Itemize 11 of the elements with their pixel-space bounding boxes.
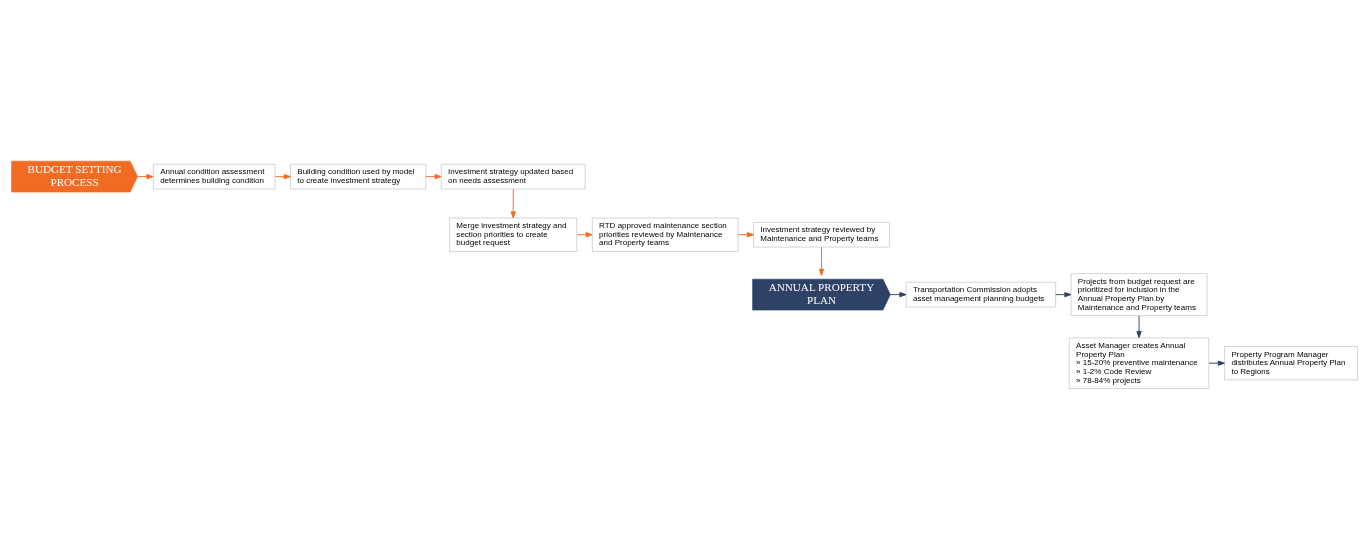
arrow — [1136, 314, 1142, 338]
arrow — [818, 246, 825, 276]
arrow — [425, 173, 442, 179]
arrow — [576, 231, 593, 237]
arrow — [737, 231, 754, 237]
arrow — [890, 291, 907, 297]
arrow — [510, 188, 516, 218]
arrow — [274, 173, 291, 179]
arrow — [1055, 291, 1072, 297]
arrow — [137, 173, 154, 179]
arrow — [1208, 360, 1225, 366]
